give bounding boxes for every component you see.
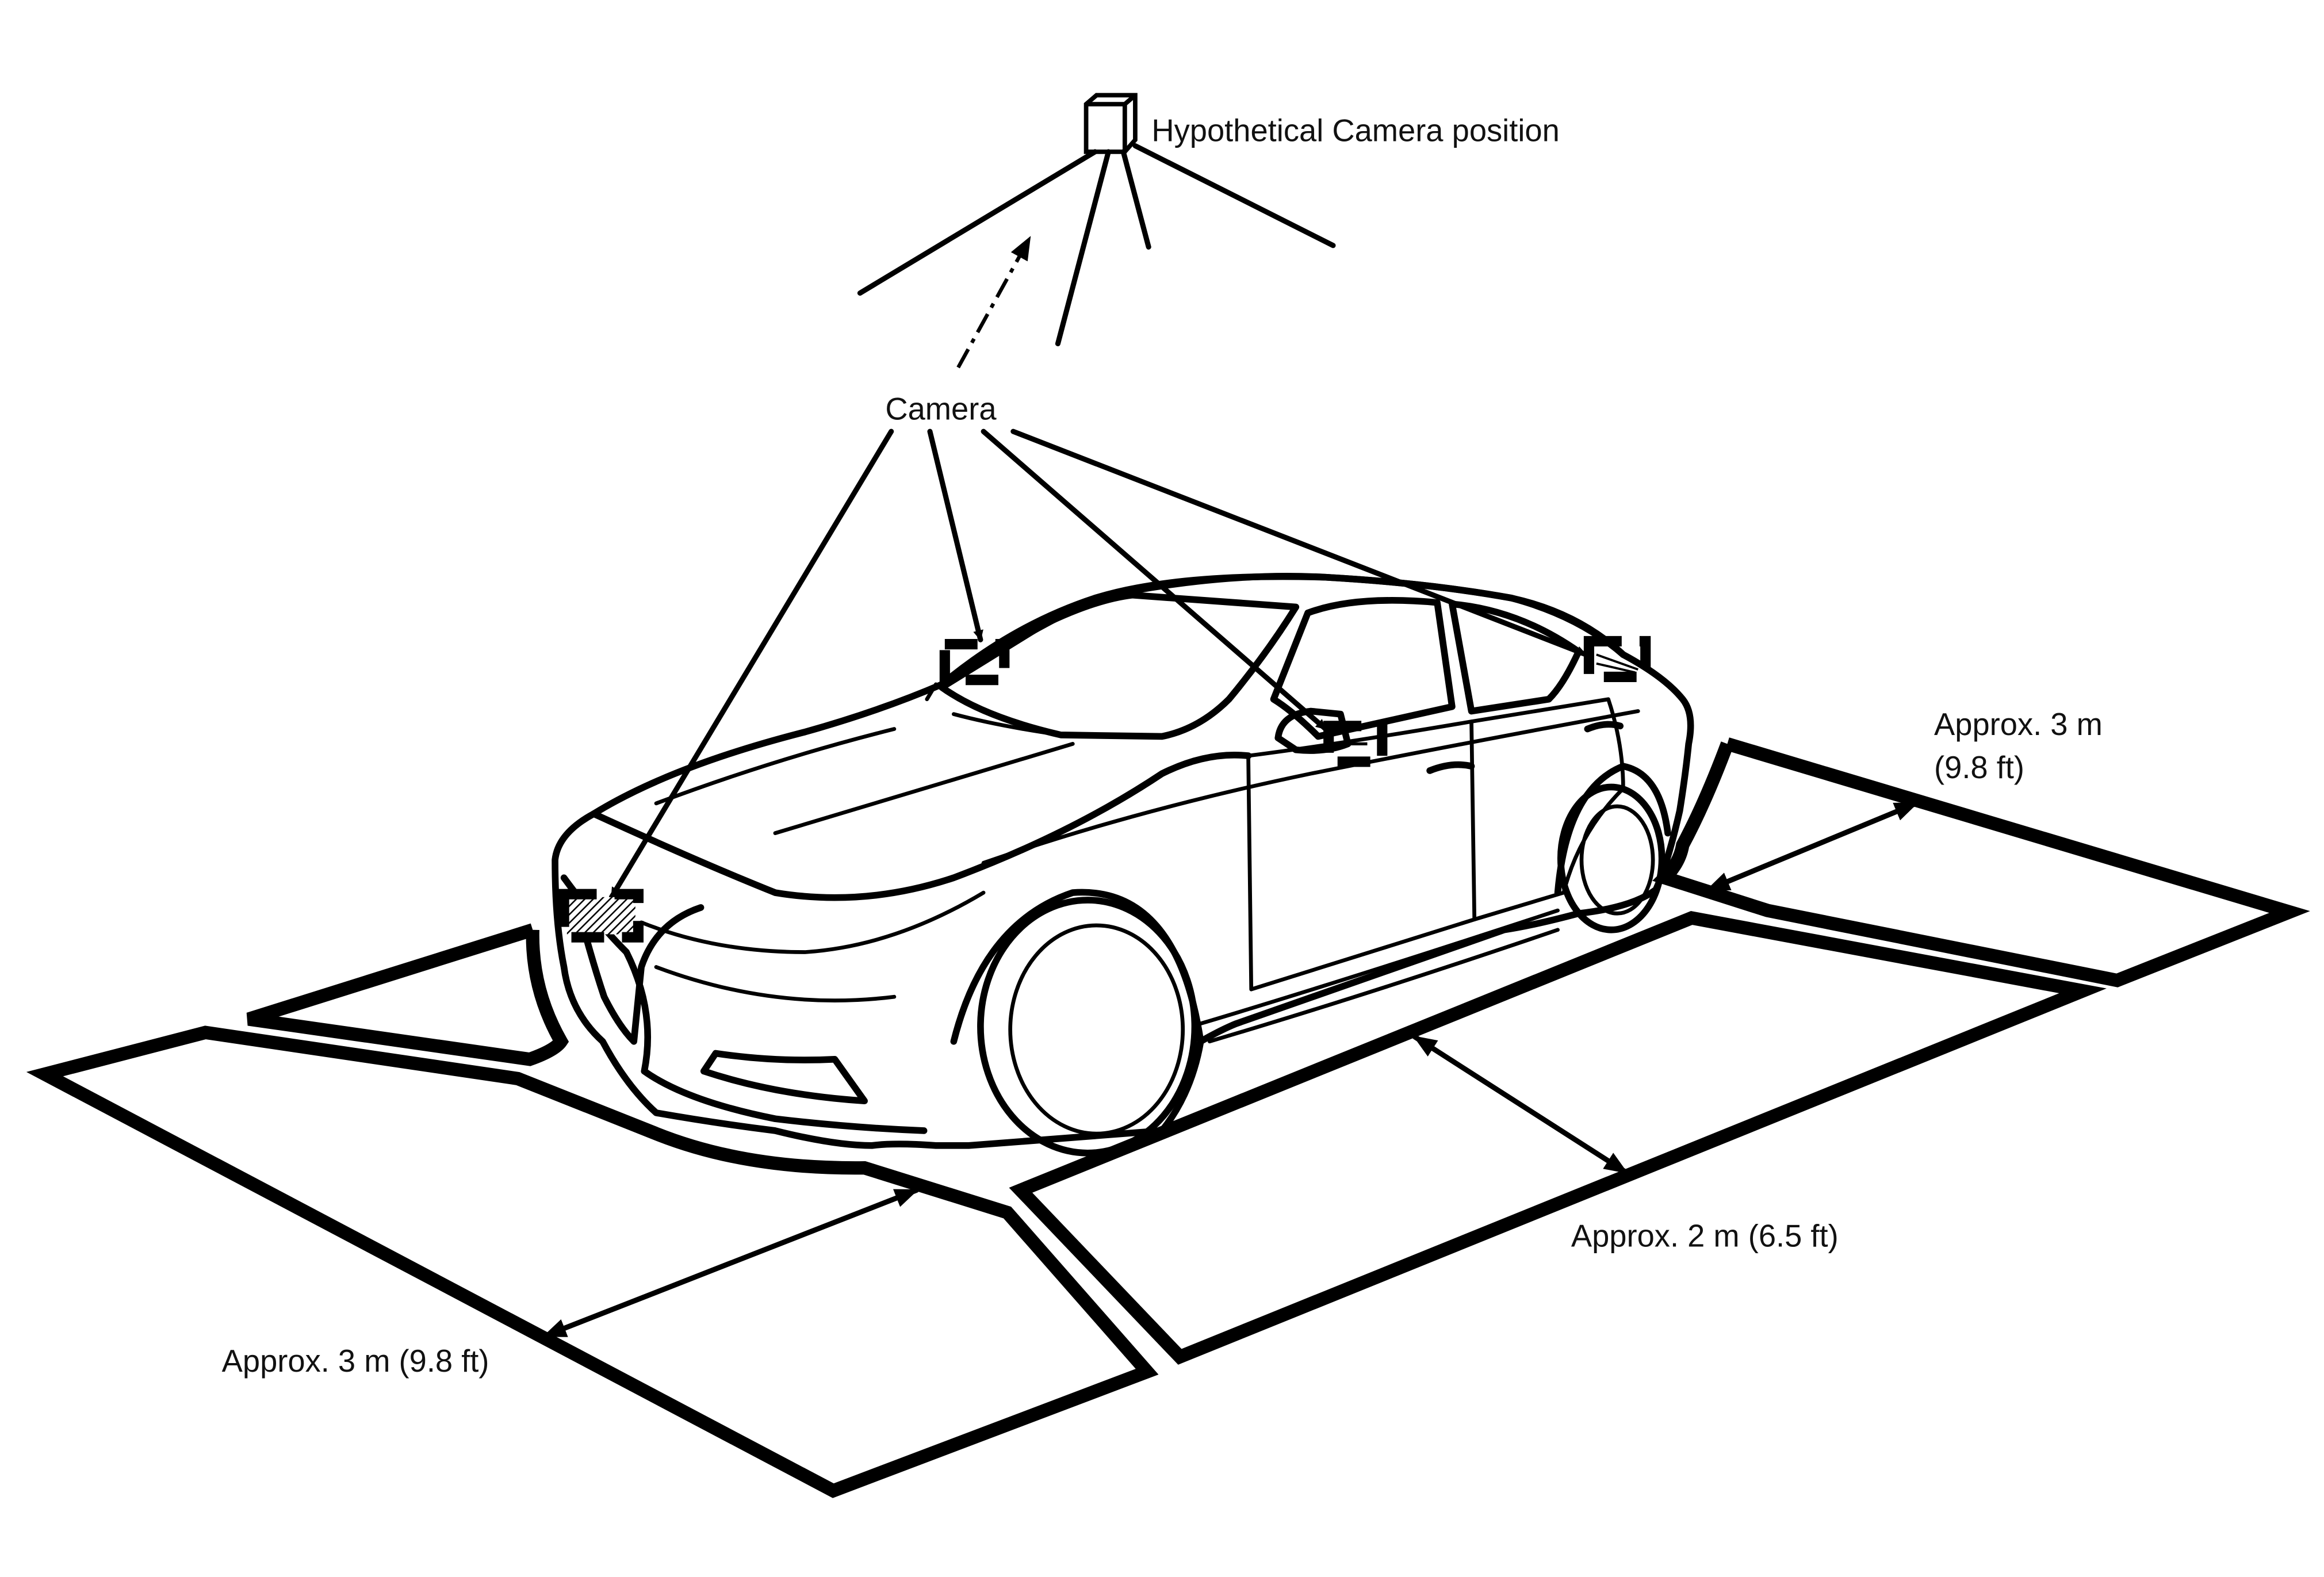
rear-camera-marker [1583, 636, 1651, 683]
front-door-handle [1426, 761, 1475, 774]
car-roof [938, 572, 1627, 688]
camera-label: Camera [885, 391, 997, 426]
front-zone-panel [26, 1025, 1159, 1498]
camera-callout: Camera [608, 391, 1589, 900]
windshield-camera-marker [939, 639, 1010, 686]
dimension-arrows [542, 801, 1919, 1339]
leader-windshield-camera [927, 428, 983, 642]
camera-box-icon [1083, 93, 1138, 154]
front-left-panel [246, 923, 569, 1066]
headlight [639, 890, 986, 1002]
rear-door [1469, 697, 1625, 922]
side-dimension-arrow [1412, 1034, 1629, 1175]
leader-rear-camera [1010, 428, 1589, 657]
hood-line [590, 751, 1252, 901]
front-door [1246, 719, 1477, 992]
rear-dimension-arrow [1705, 801, 1919, 893]
ground-zones [26, 737, 2310, 1498]
wipers [925, 682, 1063, 737]
front-wheel [950, 889, 1204, 1157]
car-body-outline [552, 573, 1694, 1149]
leader-mirror-camera [981, 428, 1328, 732]
hypothetical-camera-label: Hypothetical Camera position [1151, 113, 1559, 148]
windshield [938, 591, 1300, 740]
front-bumper [560, 874, 928, 1134]
rear-zone-label-line2: (9.8 ft) [1934, 750, 2024, 785]
front-zone-label: Approx. 3 m (9.8 ft) [222, 1343, 489, 1379]
hypothetical-camera: Hypothetical Camera position [857, 93, 1560, 369]
shoulder-line [981, 709, 1640, 865]
hood-crease [654, 727, 1075, 835]
side-zone-label: Approx. 2 m (6.5 ft) [1571, 1219, 1839, 1254]
camera-view-lines [857, 143, 1336, 347]
car-illustration [552, 572, 1694, 1157]
rear-zone-panel [1652, 737, 2310, 987]
front-camera-marker [558, 889, 644, 943]
mirror-camera-marker [1323, 721, 1388, 767]
front-dimension-arrow [542, 1187, 920, 1339]
fog-light [700, 1050, 868, 1105]
rear-side-window [1449, 600, 1582, 715]
leader-front-camera [608, 428, 894, 900]
rear-door-handle [1584, 721, 1624, 733]
projection-arrow [956, 236, 1032, 369]
front-side-window [1270, 597, 1456, 740]
rear-wheel [1554, 763, 1671, 933]
rear-zone-label-line1: Approx. 3 m [1934, 707, 2103, 742]
side-skirt [1199, 908, 1560, 1044]
side-zone-panel [1009, 910, 2107, 1365]
